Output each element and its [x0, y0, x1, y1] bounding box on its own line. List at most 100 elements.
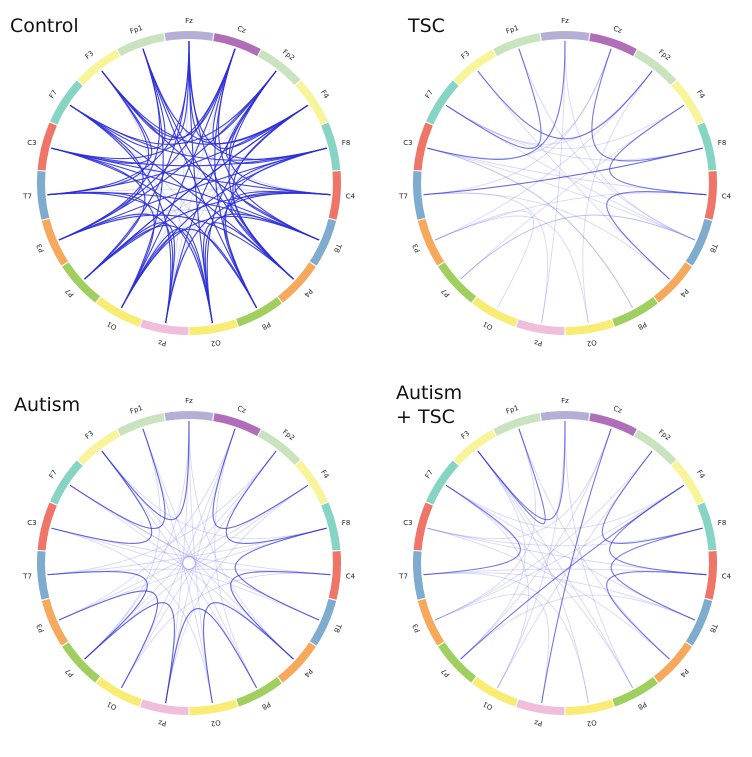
weak-connection-t7-fp2 — [47, 450, 277, 576]
connection-f7-t7 — [423, 484, 521, 576]
electrode-label-t8: T8 — [332, 622, 343, 634]
panel-title-autism-tsc: Autism + TSC — [396, 381, 462, 429]
ring-segment-c3 — [37, 502, 57, 551]
ring-segment-o2 — [565, 699, 614, 715]
electrode-label-c3: C3 — [403, 519, 412, 527]
weak-connection-p4-c3 — [427, 527, 670, 660]
electrode-label-p7: P7 — [64, 287, 76, 299]
weak-connection-cz-c3 — [427, 48, 612, 160]
ring-segment-o1 — [472, 296, 518, 327]
weak-connection-p4-t7 — [423, 192, 670, 280]
ring-segment-fz — [540, 411, 590, 421]
weak-connection-fp1-p4 — [518, 428, 670, 660]
connection-p3-f7 — [58, 104, 144, 241]
panel-title-tsc: TSC — [408, 15, 445, 37]
ring-segment-f7 — [426, 80, 459, 125]
weak-connection-pz-t7 — [423, 192, 548, 324]
electrode-label-o2: O2 — [586, 718, 597, 728]
weak-connection-f4-p7 — [460, 104, 685, 280]
connection-f8-t7 — [423, 147, 703, 196]
connection-p7-c3 — [51, 147, 146, 280]
weak-connection-cz-p3 — [58, 428, 236, 621]
connection-pz-p7 — [84, 602, 175, 704]
weak-connection-f8-f7 — [445, 104, 703, 161]
electrode-label-p4: P4 — [302, 287, 314, 299]
electrode-label-pz: Pz — [533, 338, 542, 347]
electrode-label-t7: T7 — [398, 572, 408, 580]
ring-segment-f7 — [426, 460, 459, 505]
connection-o2-o1 — [120, 228, 213, 324]
electrode-label-p8: P8 — [636, 320, 647, 331]
connection-cz-pz — [541, 428, 612, 704]
electrode-label-p7: P7 — [64, 667, 76, 679]
electrode-label-fp2: Fp2 — [281, 428, 296, 442]
electrode-label-f8: F8 — [718, 139, 726, 147]
connection-fp2-f8 — [225, 450, 327, 544]
weak-connection-f7-f4 — [445, 484, 685, 529]
electrode-label-c3: C3 — [27, 139, 36, 147]
electrode-label-o1: O1 — [482, 320, 495, 332]
panel-title-control: Control — [10, 15, 79, 37]
weak-connection-f8-f3 — [101, 450, 327, 540]
ring-segment-o1 — [96, 296, 142, 327]
ring-segment-f8 — [321, 122, 341, 171]
connection-f4-o2 — [206, 104, 309, 324]
ring-segment-pz — [140, 319, 189, 335]
electrode-label-f7: F7 — [424, 89, 435, 100]
connection-fp2-f8 — [225, 70, 327, 164]
connection-pz-p3 — [58, 213, 174, 324]
electrode-label-c4: C4 — [346, 192, 356, 200]
electrode-label-o1: O1 — [106, 320, 119, 332]
electrode-label-p7: P7 — [440, 667, 452, 679]
connection-cz-f4 — [212, 48, 309, 150]
weak-connection-fz-t8 — [564, 40, 696, 241]
electrode-label-f4: F4 — [695, 469, 707, 481]
electrode-label-t8: T8 — [708, 242, 719, 254]
weak-connection-fp2-p3 — [434, 450, 653, 621]
electrode-label-pz: Pz — [157, 338, 166, 347]
weak-connection-p8-f7 — [445, 484, 633, 689]
ring-segment-c4 — [328, 171, 341, 220]
connection-pz-p8 — [165, 608, 258, 704]
electrode-label-fp1: Fp1 — [505, 24, 520, 36]
electrode-label-p8: P8 — [260, 320, 271, 331]
ring-segment-fz — [164, 31, 214, 41]
weak-connection-o2-p3 — [434, 215, 589, 324]
electrode-label-fp1: Fp1 — [505, 404, 520, 416]
weak-connection-fp2-o2 — [582, 70, 653, 324]
ring-segment-cz — [213, 33, 261, 57]
weak-connection-f4-pz — [165, 484, 309, 704]
ring-segment-p7 — [438, 642, 477, 683]
connection-fz-c3 — [427, 40, 566, 160]
weak-connection-c4-c3 — [51, 527, 331, 576]
ring-segment-fp1 — [117, 413, 165, 437]
connection-c4-p4 — [230, 190, 331, 280]
ring-segment-o2 — [189, 699, 238, 715]
panel-title-autism-tsc-line1: Autism — [396, 382, 463, 404]
connection-c4-p4 — [230, 570, 331, 660]
connection-p7-f4 — [84, 104, 309, 280]
electrode-label-p4: P4 — [678, 667, 690, 679]
weak-connection-c4-o1 — [121, 572, 331, 689]
connection-fz-fp2 — [188, 40, 277, 141]
connection-f4-c4 — [609, 484, 707, 576]
electrode-label-fp1: Fp1 — [129, 24, 144, 36]
connection-pz-p7 — [84, 222, 175, 324]
electrode-label-o2: O2 — [210, 338, 221, 348]
weak-connection-c4-c3 — [427, 147, 707, 196]
electrode-label-t8: T8 — [332, 242, 343, 254]
weak-connection-fz-o1 — [497, 420, 566, 689]
connection-c4-p4 — [606, 570, 707, 660]
weak-connection-fz-p4 — [188, 420, 294, 660]
weak-connection-fz-p7 — [84, 420, 190, 660]
ring-segment-c4 — [704, 171, 717, 220]
connection-f3-fp2 — [477, 70, 653, 140]
connection-p7-t7 — [47, 570, 148, 660]
connection-p4-p3 — [58, 214, 294, 280]
weak-connection-p3-c4 — [434, 192, 707, 241]
ring-segment-f8 — [321, 502, 341, 551]
electrode-label-fz: Fz — [561, 397, 569, 405]
